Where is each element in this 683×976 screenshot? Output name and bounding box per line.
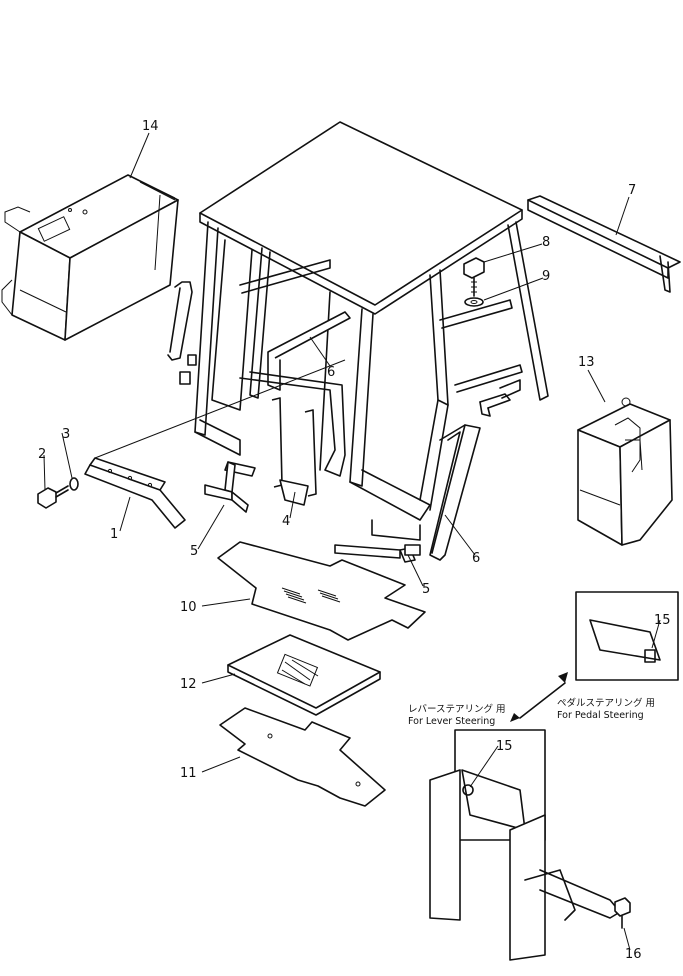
- caption-lever-en: For Lever Steering: [408, 716, 495, 727]
- part-12-floor-plate: [227, 634, 381, 716]
- part-2-bolt: [37, 485, 69, 509]
- callout-2: 2: [38, 447, 46, 462]
- part-13-box: [577, 397, 673, 546]
- callout-5-right: 5: [422, 582, 430, 597]
- caption-pedal-jp: ペダルステアリング 用: [557, 697, 655, 709]
- callout-14: 14: [142, 119, 159, 134]
- steering-captions: レバーステアリング 用 For Lever Steering ペダルステアリング…: [408, 697, 655, 727]
- part-6-channel-lower: [429, 379, 521, 561]
- callout-12: 12: [180, 677, 197, 692]
- callout-labels: 14 7 8 9 13 6 3 2 1 4 5 6 5 10 15 12 15 …: [38, 119, 671, 962]
- caption-lever-jp: レバーステアリング 用: [408, 703, 506, 715]
- part-4-plates: [271, 397, 317, 506]
- callout-11: 11: [180, 766, 197, 781]
- callout-7: 7: [628, 183, 636, 198]
- part-9-washer: [464, 297, 484, 307]
- callout-15-pedal: 15: [654, 613, 671, 628]
- callout-9: 9: [542, 269, 550, 284]
- lever-steering-assembly: [429, 729, 621, 961]
- callout-13: 13: [578, 355, 595, 370]
- grab-handle: [167, 281, 193, 361]
- cab-frame: [179, 121, 549, 541]
- part-7-rail: [527, 195, 681, 293]
- part-16-bolt: [614, 897, 631, 929]
- callout-15-lever: 15: [496, 739, 513, 754]
- leader-lines: [43, 132, 661, 951]
- callout-3: 3: [62, 427, 70, 442]
- callout-10: 10: [180, 600, 197, 615]
- callout-5-left: 5: [190, 544, 198, 559]
- part-8-bolt: [463, 257, 485, 297]
- callout-16: 16: [625, 947, 642, 962]
- part-3-washer: [69, 477, 79, 491]
- pedal-steering-detail: [575, 591, 679, 681]
- part-1-bracket: [84, 359, 346, 529]
- caption-pedal-en: For Pedal Steering: [557, 710, 644, 721]
- callout-8: 8: [542, 235, 550, 250]
- link-arrow: [510, 672, 568, 722]
- callout-1: 1: [110, 527, 118, 542]
- part-5-bracket-left: [204, 461, 256, 513]
- callout-6-lower: 6: [472, 551, 480, 566]
- part-10-floor-mat: [217, 541, 426, 641]
- part-11-floor-panel: [219, 707, 386, 807]
- callout-6-upper: 6: [327, 365, 335, 380]
- part-14-box: [1, 174, 179, 341]
- callout-4: 4: [282, 514, 290, 529]
- part-5-bracket-right: [334, 544, 421, 563]
- part-6-channel-upper: [239, 311, 351, 477]
